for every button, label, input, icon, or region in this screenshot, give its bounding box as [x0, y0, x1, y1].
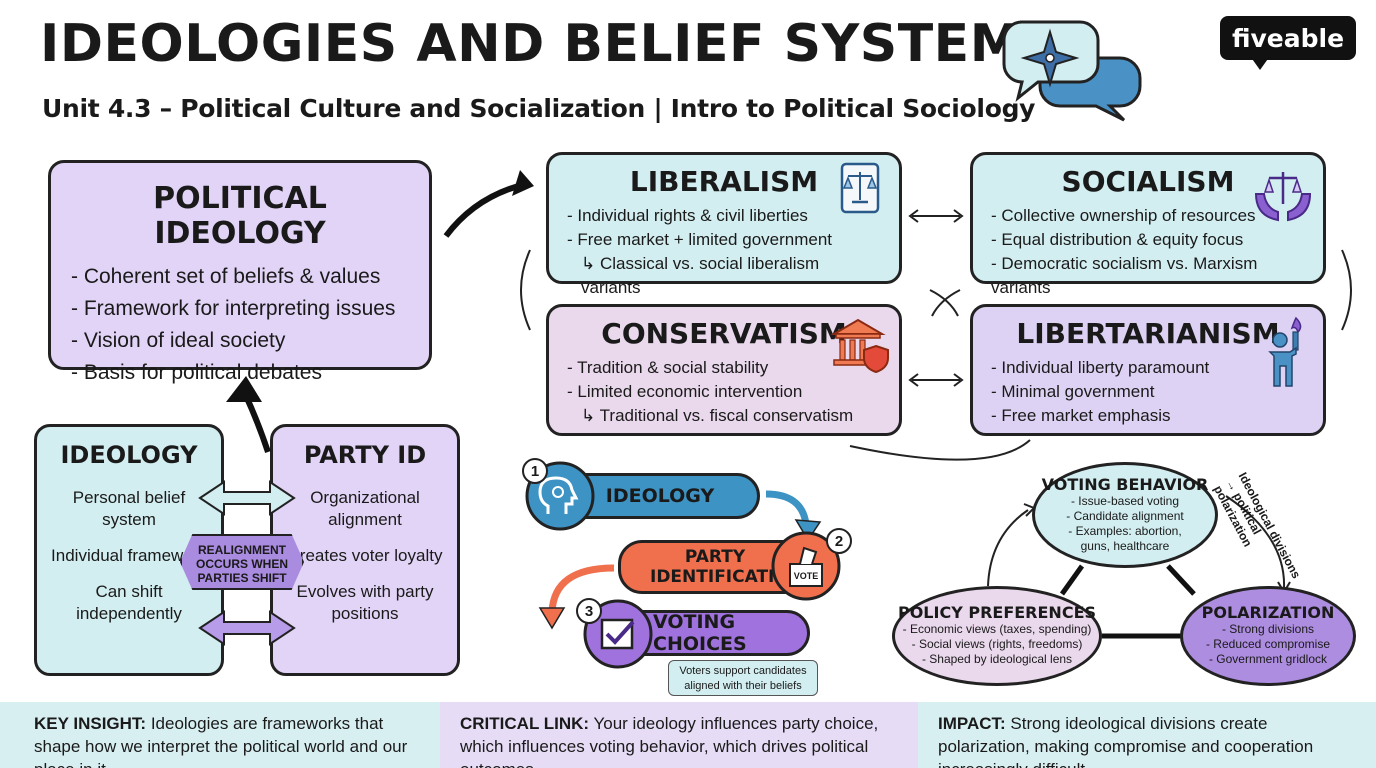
footer-critical-link: CRITICAL LINK: Your ideology influences … [440, 702, 918, 768]
footer-text: Strong ideological divisions create pola… [938, 714, 1314, 768]
voters-note: Voters support candidates aligned with t… [668, 660, 818, 696]
feedback-note: Ideological divisions → political polari… [1210, 470, 1304, 581]
footer-text: Ideologies are frameworks that shape how… [34, 714, 408, 768]
voting-behavior-node: VOTING BEHAVIOR - Issue-based voting - C… [1032, 462, 1218, 568]
checkbox-icon [583, 599, 653, 669]
list-item: - Social views (rights, freedoms) [911, 637, 1083, 651]
list-item: - Economic views (taxes, spending) [902, 622, 1092, 636]
list-item: - Shaped by ideological lens [921, 652, 1073, 666]
curve-bottom [849, 439, 1031, 461]
political-ideology-box: POLITICAL IDEOLOGY - Coherent set of bel… [48, 160, 432, 384]
vote-badge: VOTE [793, 571, 819, 581]
ideology-card: IDEOLOGY Personal belief system Individu… [34, 424, 224, 676]
conservatism-box: CONSERVATISM - Tradition & social stabil… [546, 304, 902, 436]
liberalism-title: LIBERALISM [629, 165, 819, 198]
libertarianism-box: LIBERTARIANISM - Individual liberty para… [970, 304, 1326, 436]
list-item: - Free market emphasis [991, 406, 1171, 425]
policy-preferences-node: POLICY PREFERENCES - Economic views (tax… [892, 586, 1102, 686]
ballot-box-icon [771, 531, 841, 601]
footer-label: CRITICAL LINK: [460, 714, 590, 733]
voting-behavior-title: VOTING BEHAVIOR [1041, 475, 1209, 494]
page-subtitle: Unit 4.3 – Political Culture and Sociali… [42, 94, 1036, 123]
list-item: - Free market + limited government [567, 230, 833, 249]
step-label: VOTING CHOICES [653, 611, 747, 655]
socialism-title: SOCIALISM [1061, 165, 1235, 198]
arrow-up-political [243, 394, 271, 453]
double-arrow-top [908, 209, 964, 223]
cycle-arrow-left [987, 509, 1029, 587]
party-id-card: PARTY ID Organizational alignment Create… [270, 424, 460, 676]
step-number-2: 2 [826, 528, 852, 554]
list-item: - Collective ownership of resources [991, 206, 1256, 225]
step-label: PARTY IDENTIFICATION [650, 547, 804, 587]
list-item: - Examples: abortion, guns, healthcare [1068, 524, 1182, 553]
party-id-card-title: PARTY ID [303, 441, 427, 469]
list-item: - Basis for political debates [71, 361, 322, 384]
cross-arrow-b [931, 289, 961, 317]
ideology-card-title: IDEOLOGY [60, 441, 198, 469]
footer-text: Your ideology influences party choice, w… [460, 714, 879, 768]
list-item: Can shift independently [76, 582, 182, 623]
political-ideology-points: - Coherent set of beliefs & values - Fra… [71, 261, 409, 389]
list-item: - Limited economic intervention [567, 382, 803, 401]
page-title: IDEOLOGIES AND BELIEF SYSTEMS [40, 14, 1060, 74]
list-item: - Reduced compromise [1205, 637, 1331, 651]
step-label: IDEOLOGY [605, 485, 715, 507]
cross-arrow-a [929, 289, 959, 317]
curve-right [1341, 249, 1352, 331]
fiveable-logo: fiveable [1220, 16, 1356, 60]
list-item: - Government gridlock [1208, 652, 1328, 666]
list-item: Organizational alignment [310, 488, 420, 529]
list-item: - Vision of ideal society [71, 329, 286, 352]
list-item: Evolves with party positions [296, 582, 434, 623]
step-arrow-1 [765, 490, 810, 525]
policy-preferences-title: POLICY PREFERENCES [897, 603, 1097, 622]
polarization-node: POLARIZATION - Strong divisions - Reduce… [1180, 586, 1356, 686]
list-item: - Candidate alignment [1066, 509, 1184, 523]
scroll-scales-icon [840, 162, 880, 214]
list-item: - Minimal government [991, 382, 1155, 401]
step-number-1: 1 [522, 458, 548, 484]
fiveable-logo-tail [1250, 56, 1270, 70]
socialism-box: SOCIALISM - Collective ownership of reso… [970, 152, 1326, 297]
footer-label: IMPACT: [938, 714, 1006, 733]
list-item: - Strong divisions [1221, 622, 1315, 636]
list-item: ↳ Classical vs. social liberalism varian… [581, 254, 820, 297]
chat-compass-icon [1002, 20, 1142, 122]
list-item: Individual framework [51, 546, 207, 565]
list-item: - Equal distribution & equity focus [991, 230, 1244, 249]
person-torch-icon [1268, 316, 1302, 387]
polarization-title: POLARIZATION [1201, 603, 1335, 622]
bank-shield-icon [830, 318, 889, 374]
footer-label: KEY INSIGHT: [34, 714, 147, 733]
hands-scales-icon [1254, 172, 1312, 222]
list-item: - Democratic socialism vs. Marxism varia… [991, 254, 1258, 297]
list-item: - Individual liberty paramount [991, 358, 1210, 377]
double-arrow-middle [908, 373, 964, 387]
arrow-to-ideologies [443, 181, 527, 238]
list-item: Creates voter loyalty [287, 546, 443, 565]
list-item: ↳ Traditional vs. fiscal conservatism [581, 406, 854, 425]
list-item: - Coherent set of beliefs & values [71, 265, 381, 288]
political-ideology-title: POLITICAL IDEOLOGY [153, 181, 327, 251]
realignment-label: REALIGNMENT OCCURS WHEN PARTIES SHIFT [180, 534, 304, 590]
step-number-3: 3 [576, 598, 602, 624]
list-item: - Issue-based voting [1070, 494, 1180, 508]
step-arrow-2-head [538, 607, 566, 630]
libertarianism-title: LIBERTARIANISM [1016, 317, 1280, 350]
arrow-head-ideologies [512, 170, 534, 196]
list-item: - Tradition & social stability [567, 358, 769, 377]
footer-impact: IMPACT: Strong ideological divisions cre… [918, 702, 1376, 768]
list-item: Personal belief system [72, 488, 186, 529]
list-item: - Framework for interpreting issues [71, 297, 396, 320]
conservatism-title: CONSERVATISM [601, 317, 847, 350]
footer-bar: KEY INSIGHT: Ideologies are frameworks t… [0, 702, 1376, 768]
curve-left [520, 249, 531, 331]
list-item: - Individual rights & civil liberties [567, 206, 808, 225]
footer-key-insight: KEY INSIGHT: Ideologies are frameworks t… [0, 702, 440, 768]
